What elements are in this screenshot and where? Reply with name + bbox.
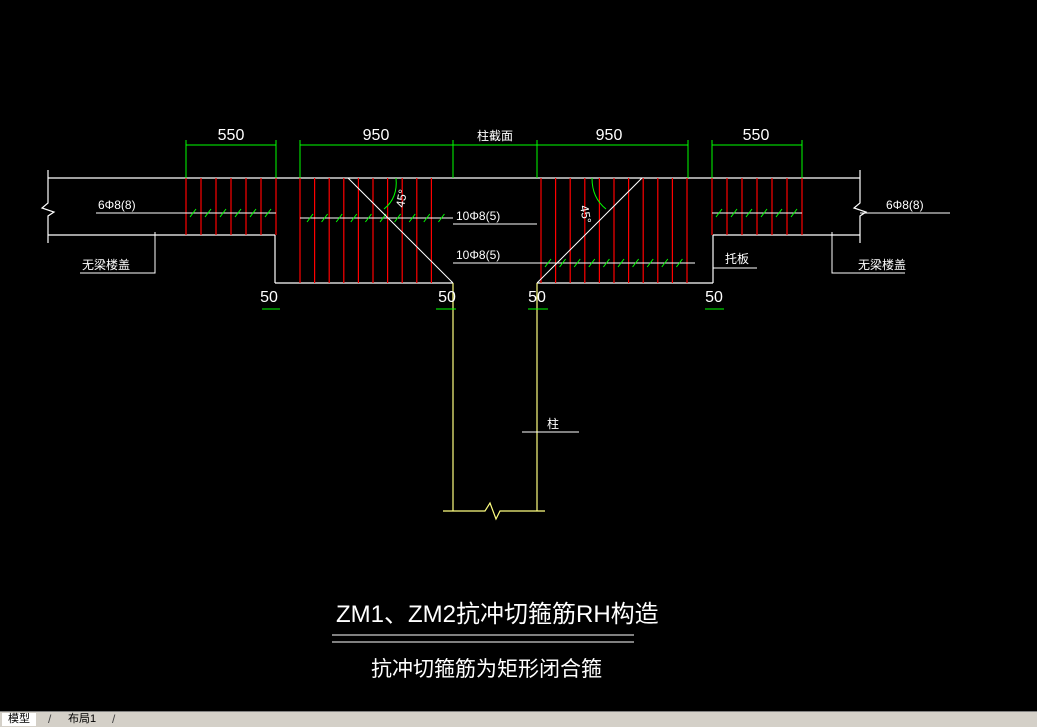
bar-tick (790, 208, 798, 218)
slab-label-right: 无梁楼盖 (858, 257, 906, 272)
bar-tick (335, 213, 343, 223)
diagonal-line (347, 177, 454, 284)
tab-separator: / (112, 712, 116, 726)
bar-tick (760, 208, 768, 218)
dim-left-550: 550 (218, 127, 245, 144)
offset-label-4: 50 (705, 289, 723, 306)
rebar-label-left: 6Φ8(8) (98, 198, 136, 212)
rebar-label-lower: 10Φ8(5) (456, 248, 500, 262)
cad-drawing: 550 950 柱截面 950 550 6Φ8(8) 6Φ8(8) 10Φ8(5… (40, 127, 950, 681)
bar-tick (646, 258, 654, 268)
rebar-label-right: 6Φ8(8) (886, 198, 924, 212)
dim-right-550: 550 (743, 127, 770, 144)
bar-tick (573, 258, 581, 268)
bar-tick (306, 213, 314, 223)
dim-left-950: 950 (363, 127, 390, 144)
drop-panel-label: 托板 (725, 252, 749, 266)
bar-tick (745, 208, 753, 218)
slab-label-left: 无梁楼盖 (82, 257, 130, 272)
bar-tick (676, 258, 683, 268)
bar-tick (544, 258, 552, 268)
drawing-title: ZM1、ZM2抗冲切箍筋RH构造 (336, 601, 659, 628)
angle-label-right: 45° (577, 204, 594, 224)
bar-tick (321, 213, 329, 223)
drawing-subtitle: 抗冲切箍筋为矩形闭合箍 (371, 658, 602, 681)
layout-tab-bar: 模型 / 布局1 / (0, 711, 1037, 727)
bar-tick (730, 208, 738, 218)
bar-tick (437, 213, 445, 223)
bar-tick (423, 213, 431, 223)
bar-tick (350, 213, 358, 223)
offset-label-2: 50 (438, 289, 456, 306)
bar-tick (394, 213, 402, 223)
bar-tick (632, 258, 639, 268)
bar-tick (603, 258, 610, 268)
offset-label-3: 50 (528, 289, 546, 306)
bar-tick (219, 208, 227, 218)
bar-tick (189, 208, 197, 218)
stirrup-group (185, 177, 803, 284)
bar-tick (775, 208, 783, 218)
offset-label-1: 50 (260, 289, 278, 306)
bar-tick (249, 208, 257, 218)
column-outline (443, 283, 545, 521)
column-label: 柱 (547, 416, 559, 431)
diagonal-line (536, 177, 643, 284)
tab-model[interactable]: 模型 (2, 713, 36, 726)
rebar-label-upper: 10Φ8(5) (456, 209, 500, 223)
bar-tick (264, 208, 272, 218)
bar-tick (559, 258, 566, 268)
dimension-lines (185, 140, 803, 310)
leader-lines (80, 212, 950, 643)
slab-outline (40, 170, 868, 284)
bar-tick (204, 208, 212, 218)
dim-right-950: 950 (596, 127, 623, 144)
bar-tick (234, 208, 242, 218)
bar-tick (661, 258, 669, 268)
tab-layout1[interactable]: 布局1 (68, 713, 97, 725)
bar-tick (715, 208, 723, 218)
bar-tick (408, 213, 416, 223)
bar-tick (588, 258, 596, 268)
bar-tick (364, 213, 372, 223)
tab-separator: / (48, 712, 52, 726)
bar-tick (617, 258, 625, 268)
column-section-label: 柱截面 (477, 128, 513, 143)
angle-label-left: 45° (393, 188, 410, 209)
